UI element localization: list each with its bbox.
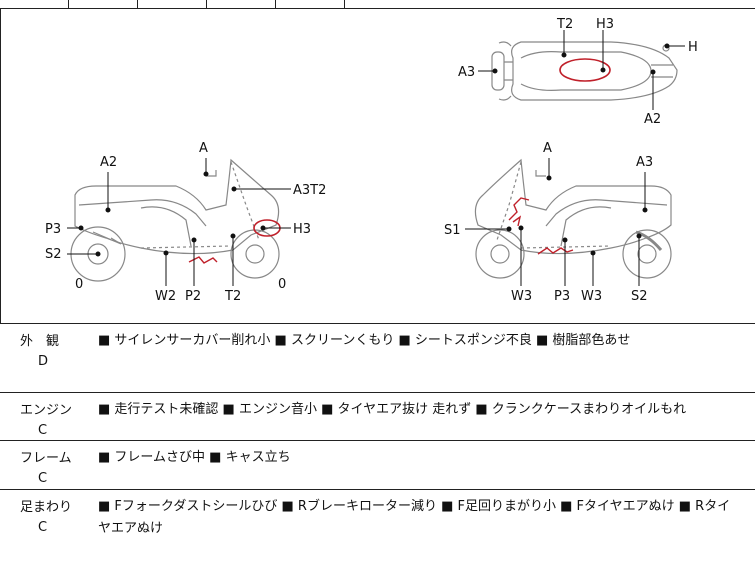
label-left-a: A [199,141,208,156]
condition-notes: ■ Fフォークダストシールひび ■ Rブレーキローター減り ■ F足回りまがり小… [98,499,731,536]
condition-notes: ■ サイレンサーカバー削れ小 ■ スクリーンくもり ■ シートスポンジ不良 ■ … [98,333,631,348]
condition-notes: ■ フレームさび中 ■ キャス立ち [98,450,291,465]
condition-category: 外 観 [20,334,60,349]
label-left-p2: P2 [185,289,201,304]
label-left-a3t2: A3T2 [293,183,326,198]
label-right-s2: S2 [631,289,648,304]
damage-mark-right-floor [537,247,574,255]
label-right-p3: P3 [554,289,570,304]
label-left-h3: H3 [293,222,311,237]
condition-category: エンジン [20,403,73,418]
label-right-s1: S1 [444,223,461,238]
label-right-a: A [543,141,552,156]
top-view-scooter [491,41,678,101]
condition-row-engine: エンジン C ■ 走行テスト未確認 ■ エンジン音小 ■ タイヤエア抜け 走れず… [0,392,755,440]
label-left-p3: P3 [45,222,61,237]
label-left-zero-front: 0 [278,277,286,292]
condition-category-cell: フレーム C [20,447,88,486]
right-view-leaders [465,158,648,286]
label-left-t2: T2 [224,289,241,304]
top-view-leaders [478,30,685,110]
label-right-a3: A3 [636,155,653,170]
condition-notes: ■ 走行テスト未確認 ■ エンジン音小 ■ タイヤエア抜け 走れず ■ クランク… [98,402,687,417]
condition-category-cell: エンジン C [20,399,88,438]
condition-table: 外 観 D ■ サイレンサーカバー削れ小 ■ スクリーンくもり ■ シートスポン… [0,323,755,564]
condition-grade: C [38,423,48,438]
condition-category: 足まわり [20,500,73,515]
condition-category-cell: 外 観 D [20,330,88,369]
condition-grade: D [38,354,49,369]
label-top-h3: H3 [596,17,614,32]
left-view-scooter [70,158,280,282]
label-right-w3-b: W3 [581,289,602,304]
label-left-zero-rear: 0 [75,277,83,292]
label-left-s2: S2 [45,247,62,262]
left-view-leaders [67,158,291,286]
condition-category-cell: 足まわり C [20,496,88,535]
label-left-w2: W2 [155,289,176,304]
motorcycle-diagram-svg: T2 H3 H A3 A2 A [45,17,698,304]
right-view-scooter [474,158,672,279]
condition-row-frame: フレーム C ■ フレームさび中 ■ キャス立ち [0,440,755,489]
condition-grade: C [38,520,48,535]
label-top-a2: A2 [644,112,661,127]
top-table-strip [0,0,755,9]
condition-row-suspension: 足まわり C ■ Fフォークダストシールひび ■ Rブレーキローター減り ■ F… [0,489,755,564]
label-top-a3: A3 [458,65,475,80]
label-top-h: H [688,40,698,55]
damage-diagram: T2 H3 H A3 A2 A [0,8,755,324]
label-right-w3-a: W3 [511,289,532,304]
label-left-a2: A2 [100,155,117,170]
condition-category: フレーム [20,451,72,466]
damage-mark-left-scrape [188,256,218,264]
label-top-t2: T2 [556,17,573,32]
damage-mark-right-cowl [508,197,530,227]
condition-row-exterior: 外 観 D ■ サイレンサーカバー削れ小 ■ スクリーンくもり ■ シートスポン… [0,323,755,392]
damage-mark-seat-top [559,58,611,82]
condition-grade: C [38,471,48,486]
